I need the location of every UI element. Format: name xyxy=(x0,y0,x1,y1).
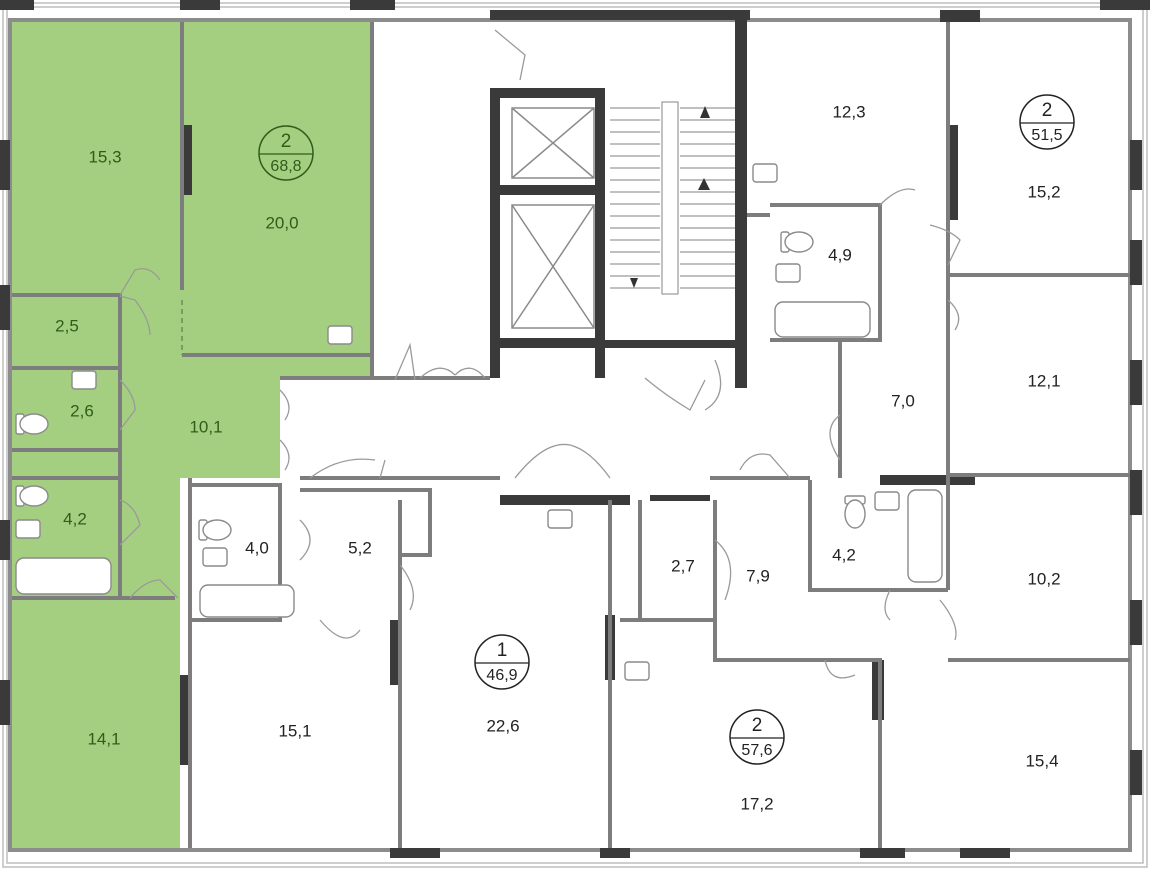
room-area-label: 22,6 xyxy=(486,716,519,735)
sink xyxy=(71,370,97,390)
interior-walls xyxy=(12,22,1130,848)
room-area-label: 2,7 xyxy=(671,556,695,575)
stair-rail xyxy=(661,101,679,295)
badge-circle xyxy=(1019,94,1075,150)
sink xyxy=(874,491,900,511)
badge-room-count: 2 xyxy=(1042,100,1053,121)
toilet xyxy=(15,413,49,435)
room-area-label: 15,3 xyxy=(88,147,121,166)
room-area-label: 12,1 xyxy=(1027,371,1060,390)
badge-circle xyxy=(258,125,314,181)
room-area-label: 15,1 xyxy=(278,721,311,740)
elevator-shafts xyxy=(511,107,595,329)
badge-room-count: 1 xyxy=(497,640,508,661)
sink xyxy=(547,509,573,529)
toilet xyxy=(780,231,814,253)
room-area-label: 17,2 xyxy=(740,794,773,813)
toilet xyxy=(198,519,232,541)
apartment-badge[interactable]: 257,6 xyxy=(729,709,785,765)
badge-total-area: 57,6 xyxy=(741,742,772,759)
badge-circle xyxy=(729,709,785,765)
room-area-label: 2,6 xyxy=(70,401,94,420)
bathtub xyxy=(199,584,295,618)
room-area-label: 4,2 xyxy=(832,545,856,564)
apartment-badge[interactable]: 251,5 xyxy=(1019,94,1075,150)
stair-arrows xyxy=(630,106,710,288)
highlighted-apartment[interactable] xyxy=(12,22,372,848)
room-area-label: 10,1 xyxy=(189,417,222,436)
staircase xyxy=(610,101,735,295)
room-labels: 15,320,02,52,610,14,214,112,315,24,97,01… xyxy=(55,102,1060,813)
room-area-label: 7,9 xyxy=(746,566,770,585)
room-area-label: 7,0 xyxy=(891,391,915,410)
sink xyxy=(327,325,353,345)
toilet xyxy=(15,485,49,507)
bathtub xyxy=(907,489,943,583)
room-area-label: 4,0 xyxy=(245,538,269,557)
room-area-label: 2,5 xyxy=(55,316,79,335)
bathroom-fixtures xyxy=(15,163,943,681)
badge-room-count: 2 xyxy=(281,131,292,152)
toilet xyxy=(844,495,866,529)
badge-total-area: 68,8 xyxy=(270,158,301,175)
sink xyxy=(15,519,41,539)
room-area-label: 15,2 xyxy=(1027,182,1060,201)
room-area-label: 10,2 xyxy=(1027,569,1060,588)
badge-total-area: 46,9 xyxy=(486,667,517,684)
room-area-label: 12,3 xyxy=(832,102,865,121)
sink xyxy=(752,163,778,183)
badge-total-area: 51,5 xyxy=(1031,127,1062,144)
bathtub xyxy=(15,557,112,595)
sink xyxy=(624,661,650,681)
apartment-badge[interactable]: 268,8 xyxy=(258,125,314,181)
room-area-label: 5,2 xyxy=(348,538,372,557)
apartment-badge[interactable]: 146,9 xyxy=(474,634,530,690)
sink xyxy=(202,547,228,567)
room-area-label: 14,1 xyxy=(87,729,120,748)
bathtub xyxy=(774,301,871,338)
room-area-label: 4,2 xyxy=(63,509,87,528)
room-area-label: 4,9 xyxy=(828,245,852,264)
badge-circle xyxy=(474,634,530,690)
room-area-label: 20,0 xyxy=(265,213,298,232)
doors xyxy=(119,29,961,679)
badge-room-count: 2 xyxy=(752,715,763,736)
sink xyxy=(775,263,801,283)
room-area-label: 15,4 xyxy=(1025,751,1058,770)
